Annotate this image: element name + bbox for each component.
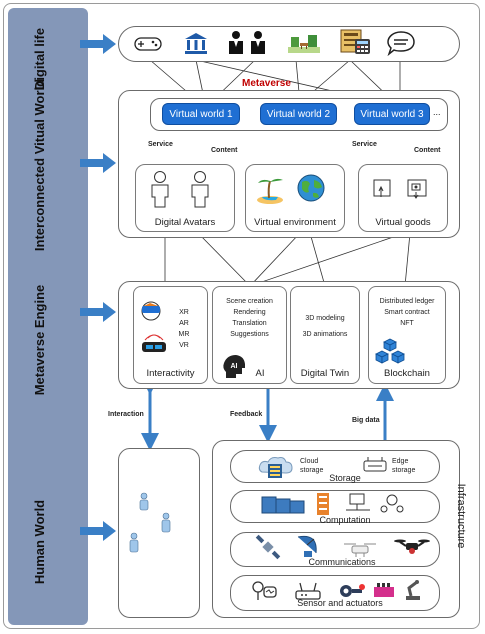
digital-avatars-box: [135, 164, 235, 232]
communications-box: [230, 532, 440, 567]
edge-storage-label: Edge storage: [392, 458, 416, 474]
sensors-label: Sensor and actuators: [297, 598, 383, 608]
computation-box: [230, 490, 440, 523]
virtual-world-1[interactable]: Virtual world 1: [162, 103, 240, 125]
network-computer-icon: [346, 493, 404, 513]
sensor-icon: [252, 581, 277, 600]
interaction-label: Interaction: [108, 411, 144, 418]
layer-arrows: [80, 34, 116, 541]
service-label-2: Service: [352, 141, 377, 148]
actuator-icon: [340, 584, 365, 597]
worlds-ellipsis: ...: [433, 107, 441, 117]
interactivity-box: [133, 286, 208, 384]
island-icon: [257, 178, 283, 204]
digital-avatars-label: Digital Avatars: [154, 217, 216, 228]
cloud-storage-label: Cloud storage: [300, 458, 324, 474]
virtual-goods-label: Virtual goods: [375, 217, 431, 228]
avatar-icon: [151, 171, 209, 208]
people-icon: [229, 31, 265, 54]
communications-label: Communications: [308, 557, 376, 567]
big-data-label: Big data: [352, 417, 380, 424]
robot-arm-icon: [406, 580, 420, 600]
arrow-interconnected: [80, 153, 116, 173]
content-label-1: Content: [211, 147, 238, 154]
arrow-digital-life: [80, 34, 116, 54]
human-world-box: [118, 448, 200, 618]
blockchain-label: Blockchain: [384, 368, 430, 379]
interactivity-label: Interactivity: [146, 368, 195, 379]
content-label-2: Content: [414, 147, 441, 154]
router-icon: [295, 582, 321, 600]
servers-icon: [261, 496, 305, 514]
touchscreen-icon: [373, 179, 427, 199]
virtual-environment-label: Virtual environment: [254, 217, 336, 228]
feedback-label: Feedback: [230, 411, 263, 418]
chat-icon: [387, 31, 415, 57]
ai-head-icon: AI: [223, 355, 245, 378]
cloud-server-icon: [258, 457, 293, 478]
people-circle-icon: [129, 492, 171, 553]
sensors-box: [230, 575, 440, 611]
layer-sidebar: [8, 8, 88, 625]
ai-badge-text: AI: [231, 363, 238, 370]
gamepad-icon: [134, 37, 162, 51]
virtual-goods-box: [358, 164, 448, 232]
computation-label: Computation: [319, 515, 371, 525]
virtual-world-3[interactable]: Virtual world 3: [354, 103, 430, 125]
metaverse-title: Metaverse: [242, 78, 291, 89]
arrow-human: [80, 521, 116, 541]
storage-label: Storage: [329, 473, 361, 483]
park-icon: [288, 35, 320, 53]
device-board-icon: [374, 583, 394, 597]
vr-headset-icon: [142, 334, 166, 352]
virtual-world-2[interactable]: Virtual world 2: [260, 103, 337, 125]
blockchain-box: [368, 286, 446, 384]
dish-antenna-icon: [297, 535, 317, 557]
vr-head-icon: [141, 301, 161, 321]
drone-icon: [344, 543, 376, 557]
diagram-frame: [3, 3, 480, 629]
bank-icon: [185, 33, 207, 54]
satellite-icon: [255, 534, 281, 560]
service-label-1: Service: [148, 141, 173, 148]
arrow-engine: [80, 302, 116, 322]
digital-twin-label: Digital Twin: [300, 368, 350, 379]
quadcopter-icon: [394, 539, 430, 554]
blockchain-icon: [375, 338, 405, 364]
edge-device-icon: [363, 457, 387, 472]
finance-icon: [340, 29, 370, 54]
infrastructure-title: Infrastructure: [455, 483, 467, 549]
server-rack-icon: [317, 493, 329, 515]
ai-label: AI: [255, 368, 265, 379]
digital-twin-box: [290, 286, 360, 384]
globe-icon: [297, 174, 325, 202]
